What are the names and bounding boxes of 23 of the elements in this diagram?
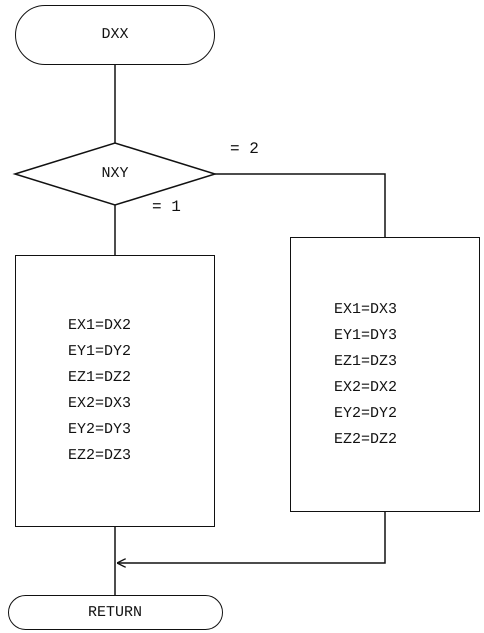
node-text: EY2=DY3 (68, 420, 132, 440)
terminal-shape (8, 595, 222, 630)
node-text: EX2=DX3 (68, 394, 132, 414)
arrow (116, 512, 386, 568)
node-text: EX1=DX3 (334, 300, 398, 320)
process-box (15, 255, 215, 527)
node-text: EZ1=DZ3 (334, 352, 398, 372)
node-text: EZ2=DZ3 (68, 446, 132, 466)
node-text: EY2=DY2 (334, 404, 398, 424)
node-text: NXY (101, 164, 128, 184)
connector-line (114, 65, 116, 143)
node-text: EY1=DY2 (68, 342, 132, 362)
node-text: EZ2=DZ2 (334, 430, 398, 450)
process-box (290, 237, 480, 512)
node-text: EY1=DY3 (334, 326, 398, 346)
node-text: RETURN (88, 602, 142, 622)
node-text: DXX (101, 25, 128, 45)
connector-line (114, 527, 116, 595)
connector-line (215, 173, 386, 237)
node-text: EZ1=DZ2 (68, 368, 132, 388)
connector-line (114, 205, 116, 255)
node-text: EX2=DX2 (334, 378, 398, 398)
node-text: EX1=DX2 (68, 316, 132, 336)
